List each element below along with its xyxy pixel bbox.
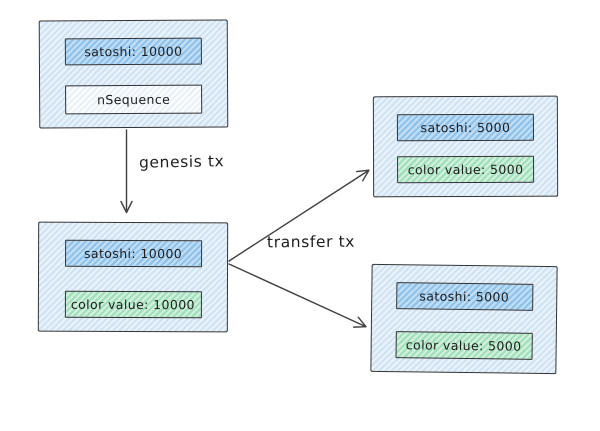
node-transfer-output-bottom: satoshi: 5000 color value: 5000 [370, 263, 558, 375]
color-value-field: color value: 10000 [64, 290, 202, 319]
node-transfer-output-top: satoshi: 5000 color value: 5000 [372, 95, 559, 198]
color-value-field: color value: 5000 [397, 155, 535, 184]
color-value-field: color value: 5000 [395, 331, 533, 360]
nsequence-field: nSequence [65, 84, 203, 115]
transfer-arrow-bottom [228, 263, 367, 328]
node-genesis-output: satoshi: 10000 color value: 10000 [37, 221, 229, 333]
node-genesis-input: satoshi: 10000 nSequence [38, 19, 229, 129]
transfer-tx-label: transfer tx [266, 232, 356, 252]
genesis-tx-label: genesis tx [138, 152, 225, 172]
satoshi-field: satoshi: 10000 [64, 37, 202, 66]
satoshi-field: satoshi: 5000 [395, 282, 533, 311]
satoshi-field: satoshi: 10000 [64, 239, 202, 268]
satoshi-field: satoshi: 5000 [396, 113, 534, 142]
